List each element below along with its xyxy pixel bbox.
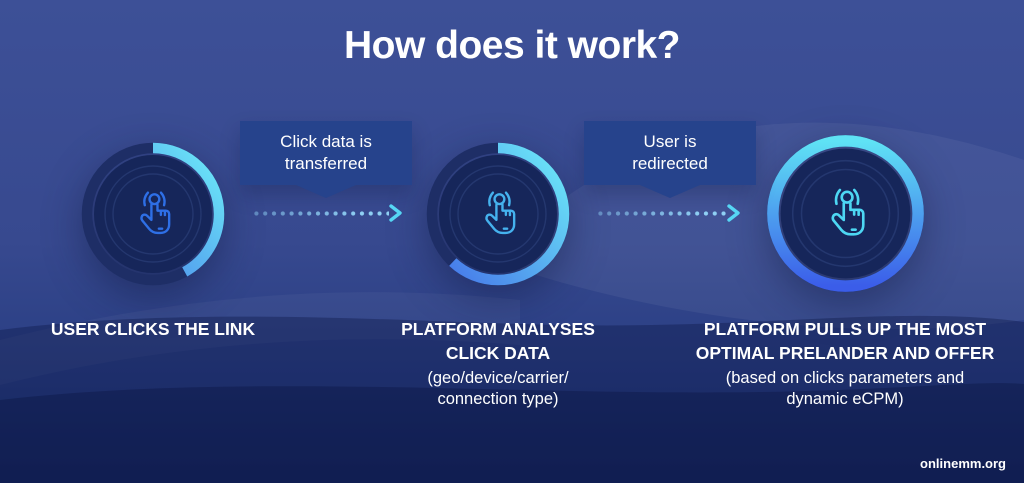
bubble-text: transferred [284,154,368,173]
step-title-line: PLATFORM ANALYSES [401,319,595,339]
site-credit: onlinemm.org [920,456,1006,471]
arrowhead-chevron-icon [727,204,740,222]
progress-arc [767,135,924,292]
step1-circle [78,139,228,289]
step1-label: USER CLICKS THE LINK [13,318,293,342]
step3-circle [763,131,928,296]
dotted-line [252,210,389,216]
tap-click-icon [140,191,171,235]
arrowhead-chevron-icon [389,204,402,222]
progress-arc [81,142,225,286]
step-title-line: USER CLICKS THE LINK [50,319,256,339]
tap-click-icon [831,188,865,236]
bubble-text: Click data is [280,132,372,152]
step2-label: PLATFORM ANALYSES CLICK DATA (geo/device… [368,318,628,410]
step2-circle [423,139,573,289]
step-title-line: CLICK DATA [445,342,551,363]
dotted-line [596,210,727,216]
step3-label: PLATFORM PULLS UP THE MOST OPTIMAL PRELA… [685,318,1005,410]
flow-arrow-1 [252,203,404,223]
step-subtitle-line: dynamic eCPM) [786,390,904,409]
step-title-line: OPTIMAL PRELANDER AND OFFER [695,342,995,363]
flow-arrow-2 [596,203,742,223]
step-subtitle-line: connection type) [437,390,559,409]
step-subtitle-line: (geo/device/carrier/ [427,368,569,387]
progress-arc [426,142,570,286]
bubble-user-redirected: User is redirected [584,121,756,185]
bubble-click-data-transferred: Click data is transferred [240,121,412,185]
step-subtitle-line: (based on clicks parameters and [725,368,965,387]
step-title-line: PLATFORM PULLS UP THE MOST [703,319,987,339]
tap-click-icon [485,191,516,235]
bubble-text: User is [643,132,697,152]
bubble-text: redirected [632,154,708,173]
page-title: How does it work? [343,24,681,67]
